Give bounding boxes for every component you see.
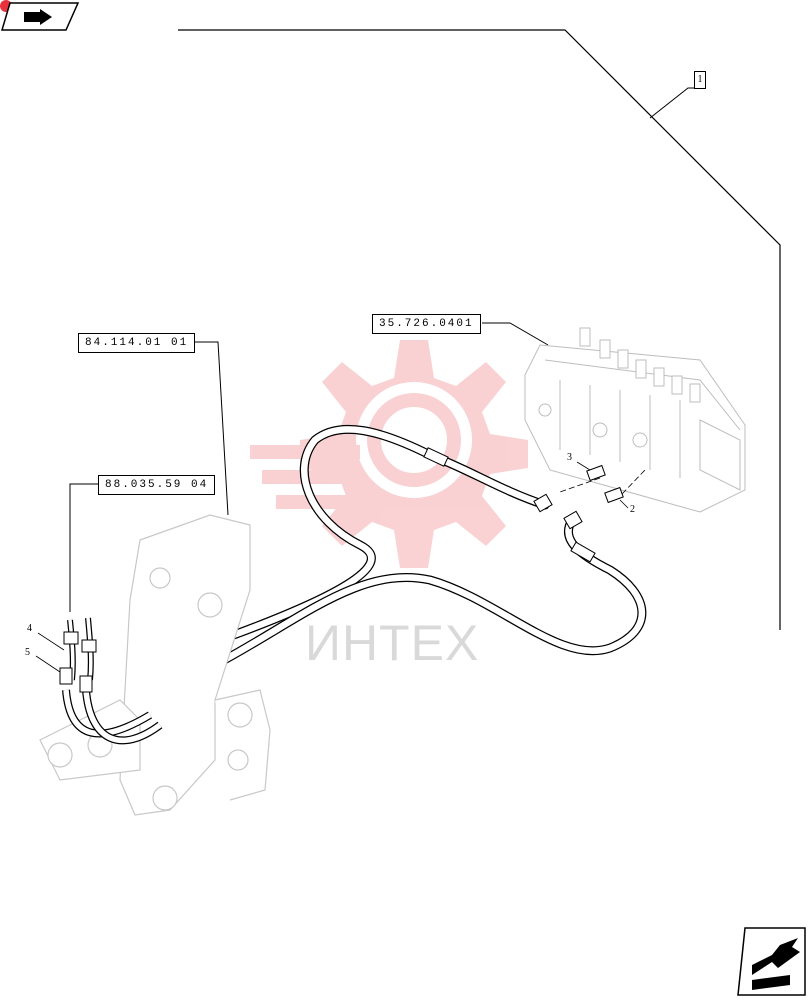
arrow-box-icon	[0, 0, 80, 31]
leader-35	[482, 322, 549, 346]
hose-fittings	[423, 447, 596, 563]
leader-88	[69, 483, 100, 612]
item-number-3: 3	[567, 452, 572, 463]
sheet-item-text: 1	[697, 74, 703, 85]
leader-84	[190, 341, 229, 516]
watermark-gear-icon	[250, 340, 528, 568]
control-valve-block	[524, 327, 746, 513]
ref-35-text: 35.726.0401	[379, 318, 474, 330]
item-number-2: 2	[630, 504, 635, 515]
hydraulic-hose-1	[215, 424, 550, 645]
swing-bracket	[39, 514, 271, 816]
sheet-leader-line	[649, 87, 696, 119]
fitting-2	[604, 486, 624, 504]
sheet-item-box: 1	[694, 71, 706, 89]
ref-box-84: 84.114.01 01	[78, 333, 196, 353]
lower-fittings	[59, 631, 97, 693]
watermark-text: ИНТЕХ	[305, 615, 480, 671]
assembly-boundary-line	[178, 29, 781, 630]
item-number-4: 4	[27, 623, 32, 634]
hydraulic-hose-2	[210, 515, 647, 670]
ref-84-text: 84.114.01 01	[85, 337, 189, 349]
ref-88-text: 88.035.59 04	[105, 479, 209, 491]
ref-box-88: 88.035.59 04	[98, 475, 216, 495]
ref-box-35: 35.726.0401	[372, 314, 481, 334]
fitting-3	[586, 464, 606, 482]
item-number-5: 5	[25, 647, 30, 658]
next-page-arrow-icon	[737, 927, 806, 996]
